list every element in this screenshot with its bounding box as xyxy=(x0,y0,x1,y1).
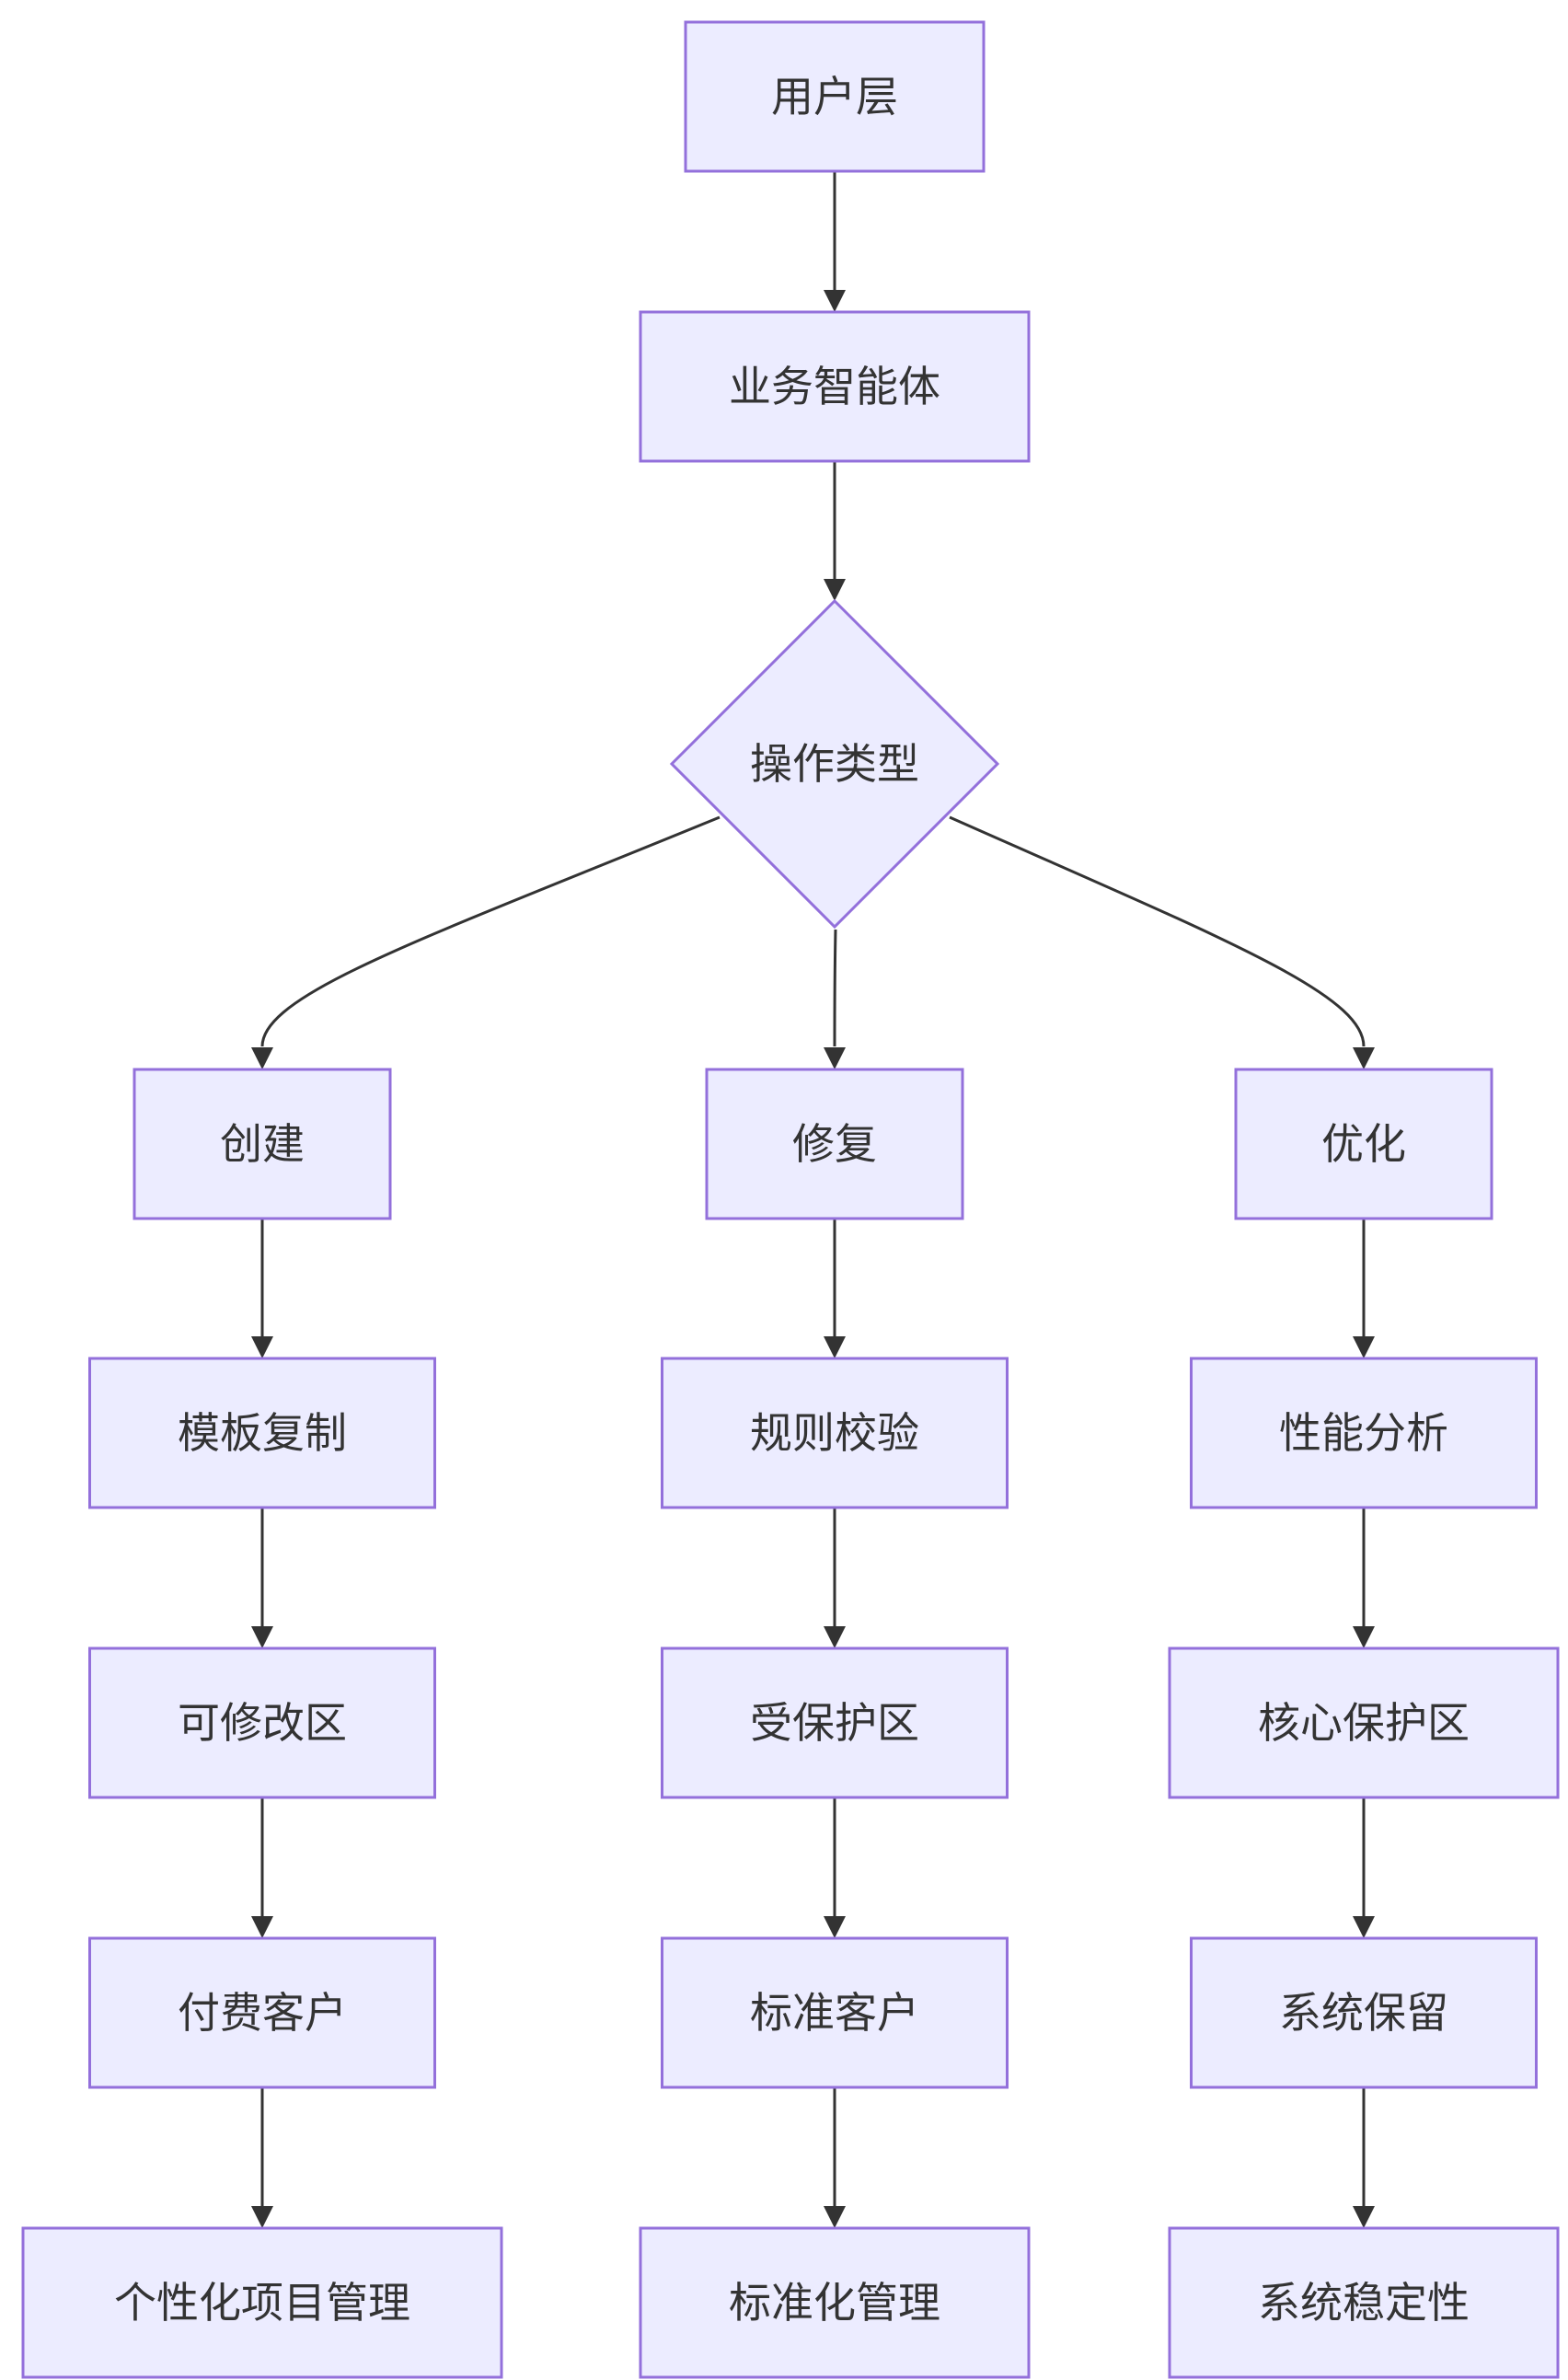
process-box xyxy=(88,1357,436,1509)
node-standardized-mgmt: 标准化管理 xyxy=(639,2226,1031,2379)
edge-line xyxy=(833,929,837,1047)
arrowhead xyxy=(251,1626,273,1648)
arrowhead xyxy=(1353,1626,1375,1648)
edge-core_protected_zone-to-system_reserved xyxy=(1353,1797,1375,1938)
edge-user_layer-to-biz_agent xyxy=(824,171,846,312)
node-optimize: 优化 xyxy=(1234,1068,1493,1220)
arrowhead xyxy=(824,2206,846,2228)
node-op-type: 操作类型 xyxy=(669,598,1000,930)
process-box xyxy=(1168,1646,1560,1799)
edge-perf_analysis-to-core_protected_zone xyxy=(1353,1508,1375,1648)
edge-rule_check-to-protected_zone xyxy=(824,1508,846,1648)
edge-protected_zone-to-standard_customer xyxy=(824,1797,846,1938)
edge-standard_customer-to-standardized_mgmt xyxy=(824,2087,846,2228)
node-custom-project-mgmt: 个性化项目管理 xyxy=(21,2226,503,2379)
edge-line xyxy=(260,815,721,1047)
edge-template_copy-to-modifiable_zone xyxy=(251,1508,273,1648)
node-label: 规则校验 xyxy=(750,1408,919,1458)
process-box xyxy=(21,2226,503,2379)
node-label: 标准客户 xyxy=(750,1988,919,2038)
edges-layer xyxy=(251,171,1375,2228)
node-system-reserved: 系统保留 xyxy=(1190,1936,1538,2089)
arrowhead xyxy=(251,2206,273,2228)
edge-op_type-to-repair xyxy=(824,929,846,1069)
node-label: 系统保留 xyxy=(1279,1988,1448,2038)
arrowhead xyxy=(251,1916,273,1938)
edge-op_type-to-create xyxy=(251,815,721,1069)
node-protected-zone: 受保护区 xyxy=(661,1646,1009,1799)
arrowhead xyxy=(1353,1336,1375,1358)
node-label: 业务智能体 xyxy=(729,362,940,411)
arrowhead xyxy=(824,1336,846,1358)
arrowhead xyxy=(824,1916,846,1938)
edge-biz_agent-to-op_type xyxy=(824,461,846,601)
process-box xyxy=(88,1646,436,1799)
node-rule-check: 规则校验 xyxy=(661,1357,1009,1509)
edge-modifiable_zone-to-paid_customer xyxy=(251,1797,273,1938)
arrowhead xyxy=(251,1336,273,1358)
node-label: 用户层 xyxy=(771,72,898,121)
process-box xyxy=(684,20,986,173)
node-standard-customer: 标准客户 xyxy=(661,1936,1009,2089)
process-box xyxy=(705,1068,964,1220)
node-user-layer: 用户层 xyxy=(684,20,986,173)
arrowhead xyxy=(1353,1047,1375,1069)
node-create: 创建 xyxy=(133,1068,392,1220)
arrowhead xyxy=(824,290,846,312)
node-label: 标准化管理 xyxy=(729,2278,940,2328)
edge-optimize-to-perf_analysis xyxy=(1353,1219,1375,1358)
process-box xyxy=(133,1068,392,1220)
edge-op_type-to-optimize xyxy=(949,815,1375,1069)
process-box xyxy=(1190,1936,1538,2089)
node-label: 优化 xyxy=(1321,1119,1406,1169)
node-perf-analysis: 性能分析 xyxy=(1190,1357,1538,1509)
node-label: 付费客户 xyxy=(178,1988,347,2038)
process-box xyxy=(661,1357,1009,1509)
edge-repair-to-rule_check xyxy=(824,1219,846,1358)
arrowhead xyxy=(1353,2206,1375,2228)
node-label: 修复 xyxy=(792,1119,877,1169)
node-modifiable-zone: 可修改区 xyxy=(88,1646,436,1799)
node-template-copy: 模板复制 xyxy=(88,1357,436,1509)
process-box xyxy=(661,1936,1009,2089)
process-box xyxy=(639,2226,1031,2379)
arrowhead xyxy=(824,1626,846,1648)
node-label: 受保护区 xyxy=(750,1698,919,1748)
node-label: 模板复制 xyxy=(178,1408,347,1458)
arrowhead xyxy=(251,1047,273,1069)
node-core-protected-zone: 核心保护区 xyxy=(1168,1646,1560,1799)
node-paid-customer: 付费客户 xyxy=(88,1936,436,2089)
node-system-stability: 系统稳定性 xyxy=(1168,2226,1560,2379)
node-label: 系统稳定性 xyxy=(1258,2278,1470,2328)
edge-create-to-template_copy xyxy=(251,1219,273,1358)
arrowhead xyxy=(824,579,846,601)
process-box xyxy=(1190,1357,1538,1509)
node-biz-agent: 业务智能体 xyxy=(639,310,1031,463)
process-box xyxy=(1234,1068,1493,1220)
edge-line xyxy=(949,815,1366,1047)
node-label: 操作类型 xyxy=(750,739,919,789)
decision-diamond xyxy=(669,598,1000,930)
process-box xyxy=(661,1646,1009,1799)
edge-system_reserved-to-system_stability xyxy=(1353,2087,1375,2228)
arrowhead xyxy=(1353,1916,1375,1938)
edge-paid_customer-to-custom_project_mgmt xyxy=(251,2087,273,2228)
arrowhead xyxy=(824,1047,846,1069)
node-label: 核心保护区 xyxy=(1258,1698,1470,1748)
node-label: 性能分析 xyxy=(1279,1408,1448,1458)
node-label: 创建 xyxy=(220,1119,305,1169)
process-box xyxy=(639,310,1031,463)
process-box xyxy=(1168,2226,1560,2379)
process-box xyxy=(88,1936,436,2089)
node-label: 个性化项目管理 xyxy=(114,2278,410,2328)
node-repair: 修复 xyxy=(705,1068,964,1220)
node-label: 可修改区 xyxy=(178,1698,347,1748)
